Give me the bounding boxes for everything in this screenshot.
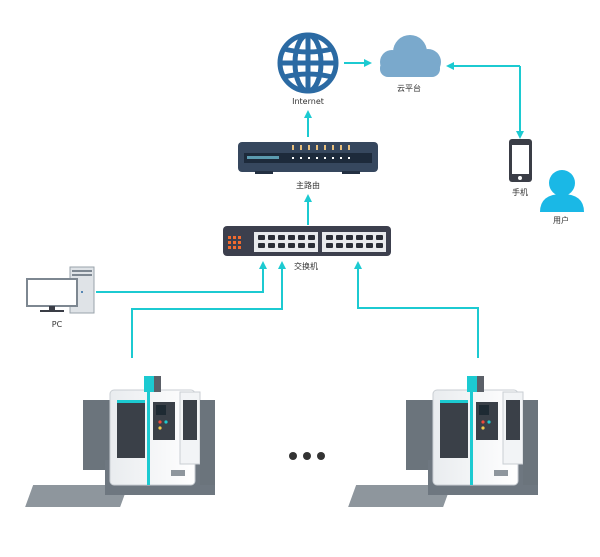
user-icon [540, 170, 584, 212]
machine-button [164, 420, 168, 424]
machine-button [487, 420, 491, 424]
switch-port [366, 235, 373, 240]
switch-port [346, 243, 353, 248]
desktop-pc-icon [26, 266, 95, 314]
internet-label: Internet [292, 97, 324, 106]
switch-port [268, 243, 275, 248]
machine-screen [156, 405, 166, 415]
machine-button [481, 426, 485, 430]
machine-rear [523, 400, 538, 485]
switch-port [336, 243, 343, 248]
edge-machine-left-switch [131, 261, 286, 358]
switch-port [308, 235, 315, 240]
switch-port [258, 243, 265, 248]
machine-stripe [147, 390, 150, 485]
switch-port [356, 235, 363, 240]
machine-screen [479, 405, 489, 415]
switch-port [376, 243, 383, 248]
machine-window [117, 400, 145, 458]
switch-port [288, 243, 295, 248]
machine-stripe [470, 390, 473, 485]
machine-window-accent [117, 400, 145, 403]
switch-port [308, 243, 315, 248]
switch-label: 交换机 [294, 262, 318, 271]
switch-port [278, 235, 285, 240]
switch-port [278, 243, 285, 248]
machine-rear [200, 400, 215, 485]
machine-button [481, 420, 485, 424]
cloud-label: 云平台 [397, 84, 421, 93]
switch-port [376, 235, 383, 240]
pc-label: PC [51, 320, 63, 329]
edge-machine-right-switch [354, 261, 479, 358]
switch-port [326, 235, 333, 240]
cnc-machine-icon [25, 376, 215, 507]
switch-port [298, 235, 305, 240]
switch-port [366, 243, 373, 248]
machine-window-accent [440, 400, 468, 403]
machine-top-side [154, 376, 161, 392]
switch-icon [223, 226, 391, 256]
machine-plate [171, 470, 185, 476]
cnc-machine-icon [348, 376, 538, 507]
phone-label: 手机 [512, 188, 528, 197]
machine-plate [494, 470, 508, 476]
machine-step [25, 485, 129, 507]
machine-window [440, 400, 468, 458]
router-icon [238, 142, 378, 174]
cloud-icon [380, 35, 441, 77]
user-label: 用户 [553, 216, 569, 225]
switch-port [268, 235, 275, 240]
machine-top [467, 376, 477, 392]
smartphone-icon [509, 139, 532, 182]
switch-port [298, 243, 305, 248]
machine-side [406, 400, 436, 470]
machine-side [83, 400, 113, 470]
globe-icon [277, 32, 339, 94]
ellipsis-icon [289, 452, 325, 460]
edge-pc-switch [96, 261, 267, 293]
machine-step [348, 485, 452, 507]
machine-top [144, 376, 154, 392]
switch-port [346, 235, 353, 240]
machine-button [158, 420, 162, 424]
machine-side-window [183, 400, 197, 440]
machine-top-side [477, 376, 484, 392]
switch-port [258, 235, 265, 240]
connection-lines [96, 59, 524, 358]
switch-port [356, 243, 363, 248]
machine-button [158, 426, 162, 430]
switch-port [288, 235, 295, 240]
switch-port [326, 243, 333, 248]
machine-side-window [506, 400, 520, 440]
router-label: 主路由 [296, 181, 320, 190]
switch-port [336, 235, 343, 240]
